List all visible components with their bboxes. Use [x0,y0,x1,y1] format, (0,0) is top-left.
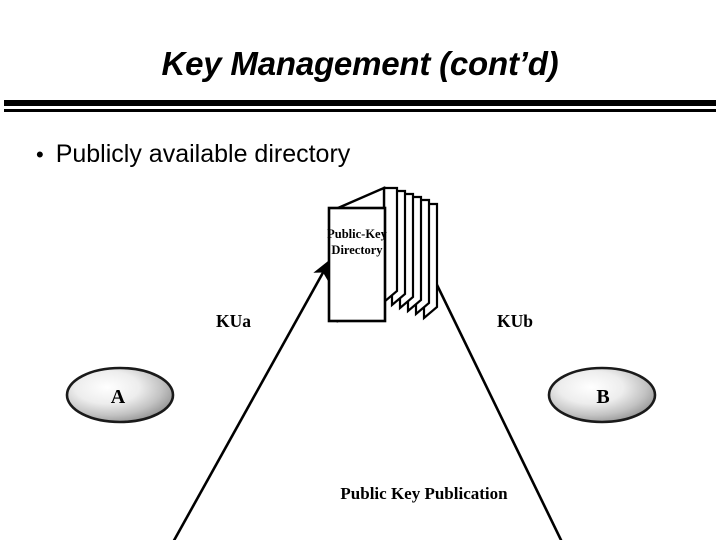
divider-thick-line [4,100,716,106]
edge-b-to-directory: KUb [419,251,563,540]
public-key-publication-diagram: KUa KUb [0,180,720,540]
node-a: A [65,366,175,424]
bullet-marker-icon: • [36,142,44,167]
directory-title-line1: Public-Key [327,227,387,241]
directory-title-line2: Directory [331,243,383,257]
edge-a-to-directory: KUa [172,259,332,540]
edge-label-kub: KUb [497,311,533,331]
stacked-books-icon: Public-Key Directory [327,186,439,323]
edge-label-kua: KUa [216,311,251,331]
diagram-caption: Public Key Publication [340,484,508,503]
node-b: B [547,366,657,424]
bullet-list-item: • Publicly available directory [36,139,350,170]
bullet-item-label: Publicly available directory [55,140,351,168]
node-a-label: A [111,386,126,408]
title-divider [4,100,716,114]
page-title: Key Management (cont’d) [161,45,559,82]
divider-thin-line [4,109,716,112]
node-b-label: B [596,386,609,408]
